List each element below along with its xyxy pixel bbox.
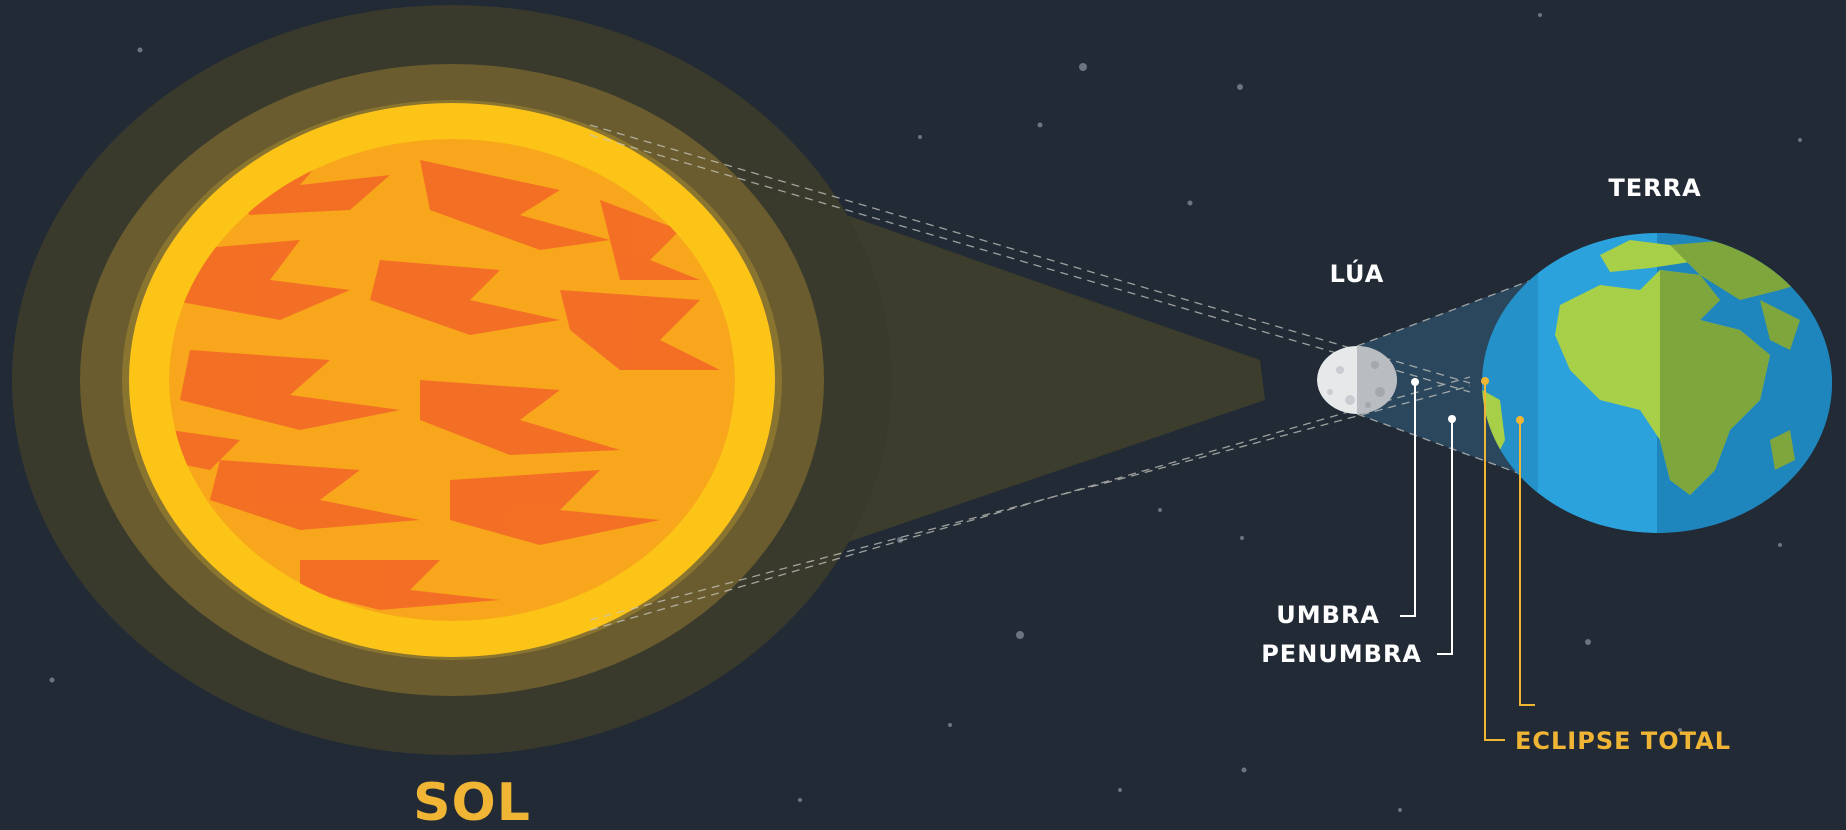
- eclipse-total-marker-1: [1481, 377, 1489, 385]
- moon: [1317, 346, 1397, 414]
- eclipse-total-leader-2: [1519, 420, 1535, 706]
- leader-dots: [1411, 377, 1524, 424]
- umbra-leader: [1400, 382, 1416, 617]
- sun-label: SOL: [413, 773, 531, 830]
- umbra-marker: [1411, 378, 1419, 386]
- label-leaders: [1400, 381, 1535, 741]
- earth-label: TERRA: [1608, 174, 1701, 202]
- umbra-label: UMBRA: [1276, 601, 1380, 629]
- eclipse-total-leader-1: [1484, 381, 1505, 741]
- penumbra-marker: [1448, 415, 1456, 423]
- eclipse-total-label: ECLIPSE TOTAL: [1515, 727, 1731, 755]
- sun: [169, 139, 735, 621]
- penumbra-leader: [1437, 419, 1453, 655]
- penumbra-label: PENUMBRA: [1261, 640, 1422, 668]
- moon-label: LÚA: [1330, 258, 1385, 288]
- eclipse-total-marker-2: [1516, 416, 1524, 424]
- stars: [49, 13, 1802, 812]
